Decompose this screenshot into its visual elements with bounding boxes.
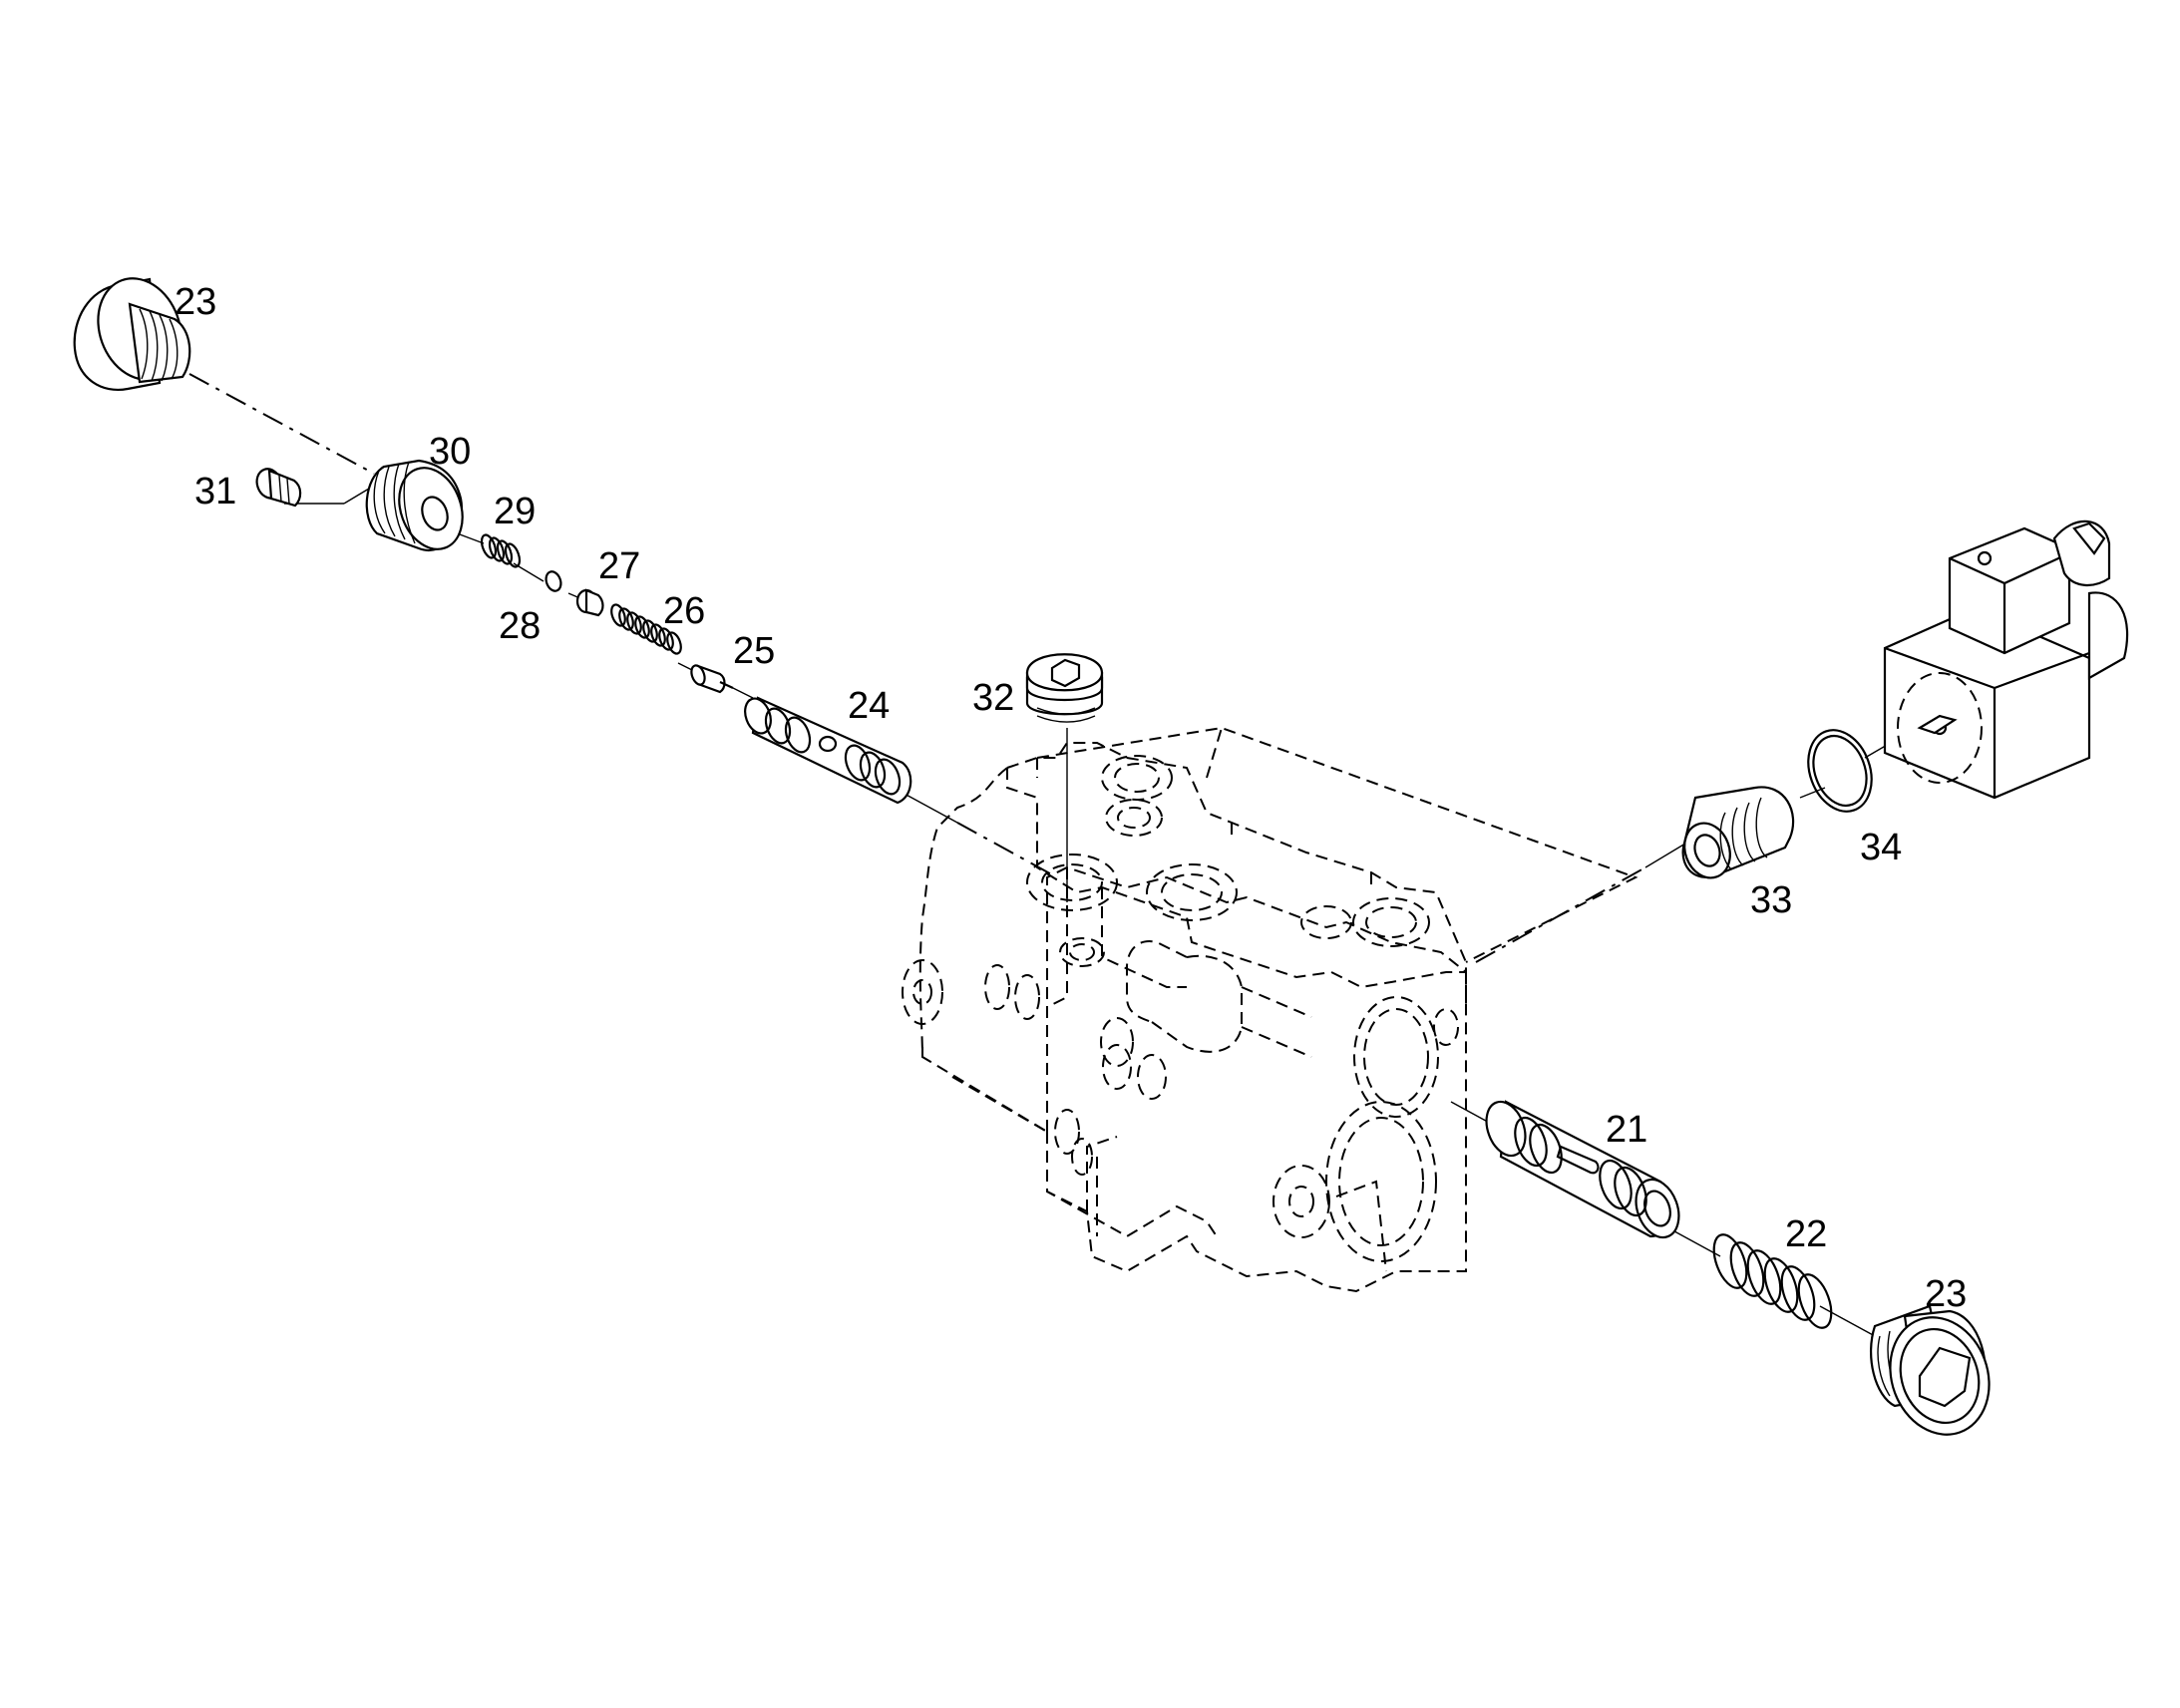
callout-34: 34: [1860, 827, 1902, 868]
part-30-threaded-cap: [365, 459, 464, 551]
part-23-end-plug-bottom: [1870, 1304, 1991, 1436]
callout-22: 22: [1785, 1213, 1827, 1255]
callout-21: 21: [1606, 1109, 1647, 1151]
callout-23-top: 23: [175, 281, 216, 323]
callout-28: 28: [499, 605, 541, 647]
part-26-long-spring: [610, 603, 682, 655]
part-28-small-o-ring: [545, 570, 562, 592]
callout-33: 33: [1750, 879, 1792, 921]
callout-25: 25: [733, 630, 775, 672]
part-33-cartridge: [1681, 786, 1795, 879]
callout-26: 26: [663, 590, 705, 632]
callout-32: 32: [972, 677, 1014, 719]
callout-23-bottom: 23: [1925, 1273, 1967, 1315]
callout-30: 30: [429, 431, 471, 473]
housing-ports: [902, 755, 1459, 1262]
part-22-spring: [1712, 1233, 1833, 1329]
callout-31: 31: [194, 471, 236, 512]
part-31-screw: [255, 468, 302, 508]
callout-labels: 23 30 31 29 28 27 26 25 24 32 33 34 21 2…: [175, 281, 1967, 1315]
part-29-short-spring: [480, 533, 522, 568]
part-27-poppet: [575, 588, 604, 617]
callout-27: 27: [598, 545, 640, 587]
part-32-top-plug: [1025, 653, 1104, 723]
callout-29: 29: [494, 491, 536, 532]
part-21-spool: [1485, 1100, 1680, 1239]
callout-24: 24: [848, 685, 890, 727]
solenoid-actuator: [1883, 519, 2129, 800]
part-25-pin: [690, 664, 734, 694]
part-34-o-ring: [1807, 729, 1873, 813]
valve-housing-body: [918, 726, 1638, 1293]
part-23-end-plug-top: [73, 277, 191, 392]
part-24-spool: [744, 696, 912, 805]
